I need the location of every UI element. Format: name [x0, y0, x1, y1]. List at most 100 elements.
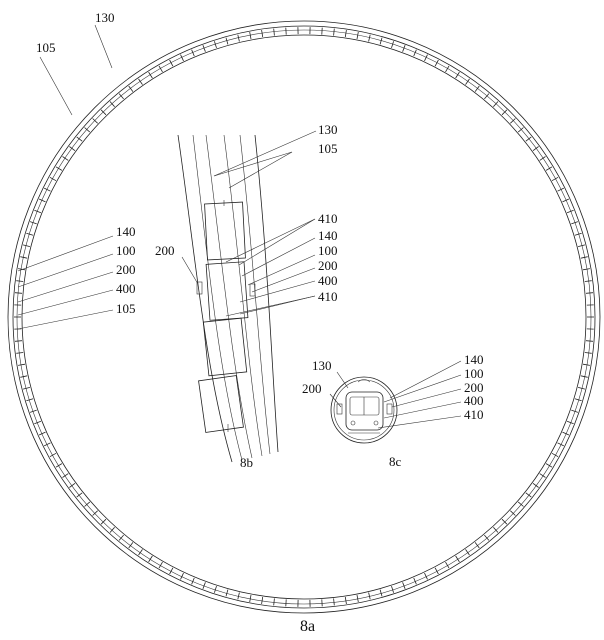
guide-left: [196, 281, 203, 295]
ring-sleeper: [424, 54, 428, 62]
ring-sleeper: [128, 85, 134, 92]
ring-sleeper: [584, 352, 592, 354]
ring-sleeper: [158, 561, 163, 569]
ring-sleeper: [49, 452, 57, 458]
ring-sleeper: [20, 375, 28, 378]
ring-sleeper: [69, 482, 76, 488]
ring-sleeper: [580, 256, 588, 259]
ring-sleeper: [545, 166, 553, 171]
ring-sleeper: [16, 352, 24, 354]
detail-8b-track: [177, 134, 279, 463]
ring-sleeper: [55, 463, 63, 468]
ring-sleeper: [455, 71, 460, 79]
ring-sleeper: [249, 32, 252, 40]
ring-sleeper: [368, 34, 371, 42]
train-car-1: [204, 201, 246, 261]
ring-sleeper: [273, 598, 275, 606]
label-140-left: 140: [116, 224, 136, 239]
ring-sleeper: [379, 589, 383, 597]
ring-sleeper: [356, 32, 359, 40]
ring-sleeper: [580, 375, 588, 378]
ring-sleeper: [474, 542, 480, 549]
ring-sleeper: [23, 244, 30, 247]
ring-sleeper: [14, 340, 23, 342]
ring-sleeper: [413, 49, 417, 57]
ring-sleeper: [118, 93, 124, 100]
train-headlight-right: [373, 420, 379, 426]
ring-sleeper: [574, 398, 582, 402]
ring-sleeper: [92, 118, 98, 124]
ring-sleeper: [532, 482, 539, 488]
ring-sleeper: [501, 109, 508, 116]
ring-sleeper: [585, 340, 594, 342]
label-8b-410-top: 410: [318, 211, 338, 226]
ring-sleeper: [368, 592, 371, 600]
ring-sleeper: [344, 596, 347, 604]
ring-sleeper: [584, 280, 592, 282]
ring-sleeper: [578, 387, 585, 390]
ring-sleeper: [62, 473, 69, 478]
train-car-2: [205, 261, 249, 321]
ring-sleeper: [84, 501, 91, 507]
ring-sleeper: [434, 59, 439, 67]
ring-sleeper: [44, 442, 51, 447]
ring-sleeper: [582, 363, 590, 366]
ring-sleeper: [484, 534, 490, 541]
label-8b-410-bottom: 410: [318, 289, 338, 304]
ring-sleeper: [38, 431, 46, 436]
ring-sleeper: [525, 492, 532, 498]
detail-8b-leaders: [181, 130, 317, 317]
ring-sleeper: [261, 30, 264, 38]
ring-sleeper: [484, 93, 490, 100]
ring-sleeper: [517, 501, 524, 507]
ring-sleeper: [532, 146, 539, 152]
ring-sleeper: [169, 59, 174, 67]
ring-sleeper: [109, 101, 115, 107]
train-car-4: [198, 375, 244, 433]
ring-sleeper: [356, 594, 359, 602]
ring-sleeper: [62, 156, 69, 161]
ring-sleeper: [391, 41, 394, 49]
caption-8a: 8a: [300, 618, 315, 635]
ring-sleeper: [434, 567, 439, 575]
ring-sleeper: [26, 232, 34, 236]
label-8b-140: 140: [318, 228, 338, 243]
ring-track: [7, 20, 601, 614]
ring-sleeper: [148, 555, 153, 563]
ring-sleeper: [55, 166, 63, 171]
ring-sleeper: [225, 589, 229, 597]
ring-sleeper: [76, 492, 83, 498]
ring-sleeper: [557, 187, 564, 192]
detail-8c-section: [330, 376, 398, 444]
ring-sleeper: [510, 118, 516, 124]
ring-sleeper: [202, 582, 206, 589]
ring-sleeper: [566, 420, 574, 425]
ring-sleeper: [237, 34, 240, 42]
ring-sleeper: [413, 577, 417, 585]
ring-sleeper: [545, 463, 553, 468]
ring-sleeper: [29, 409, 37, 413]
ring-sleeper: [20, 256, 28, 259]
label-8c-140: 140: [464, 352, 484, 367]
ring-sleepers: [14, 27, 594, 607]
ring-sleeper: [191, 577, 195, 585]
ring-sleeper: [202, 45, 206, 52]
ring-sleeper: [100, 109, 107, 116]
ring-sleeper: [118, 534, 124, 541]
label-200-left: 200: [116, 262, 136, 277]
ring-sleeper: [26, 398, 34, 402]
label-400-left: 400: [116, 281, 136, 296]
ring-sleeper: [138, 78, 143, 85]
label-8b-100: 100: [318, 243, 338, 258]
ring-sleeper: [76, 136, 83, 142]
ring-sleeper: [109, 527, 115, 533]
ring-sleeper: [333, 598, 335, 606]
ring-sleeper: [237, 592, 240, 600]
ring-sleeper: [14, 292, 23, 294]
ring-sleeper: [34, 420, 42, 425]
ring-sleeper: [445, 561, 450, 569]
ring-sleeper: [249, 594, 252, 602]
train-front-body: [345, 391, 384, 431]
label-8b-130: 130: [318, 122, 338, 137]
ring-sleeper: [525, 136, 532, 142]
